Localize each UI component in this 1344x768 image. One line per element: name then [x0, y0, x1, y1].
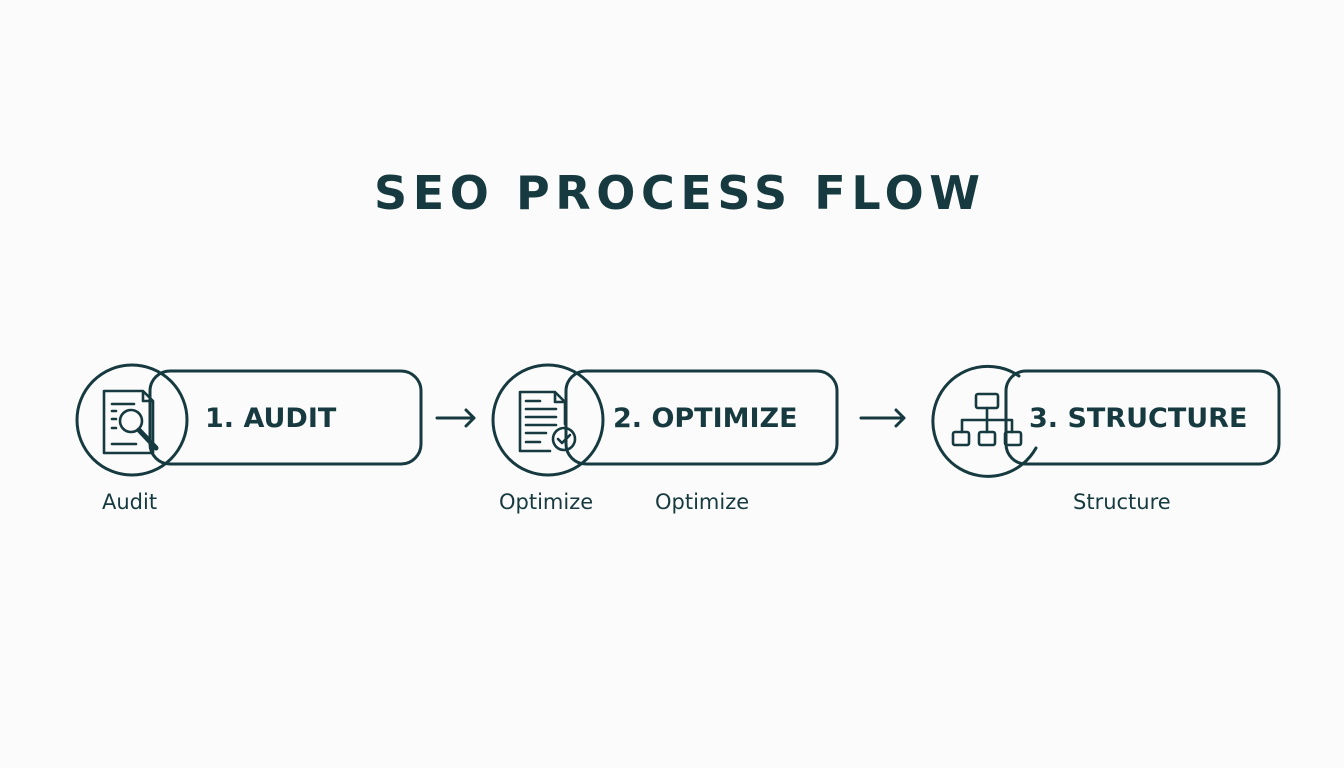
arrow-right-icon: [859, 408, 906, 428]
document-check-icon: [518, 390, 577, 453]
sitemap-icon: [951, 392, 1023, 447]
step-audit-label: 1. AUDIT: [205, 403, 337, 434]
step-structure: 3. STRUCTURE: [931, 364, 1281, 478]
caption-optimize: Optimize: [499, 490, 593, 514]
step-optimize: 2. OPTIMIZE: [491, 363, 839, 477]
caption-optimize-duplicate: Optimize: [655, 490, 749, 514]
diagram-title: SEO PROCESS FLOW: [374, 166, 980, 220]
step-optimize-label: 2. OPTIMIZE: [613, 403, 798, 434]
arrow-right-icon: [435, 408, 476, 428]
step-audit-circle: [75, 363, 189, 477]
step-structure-pill: [1004, 369, 1281, 466]
step-audit: 1. AUDIT: [75, 363, 423, 477]
caption-audit: Audit: [102, 490, 157, 514]
document-magnifier-icon: [102, 389, 159, 455]
step-optimize-circle: [491, 363, 605, 477]
step-audit-pill: [148, 369, 423, 466]
caption-structure: Structure: [1073, 490, 1171, 514]
step-structure-label: 3. STRUCTURE: [1029, 403, 1247, 434]
step-structure-arc: [931, 364, 1038, 478]
